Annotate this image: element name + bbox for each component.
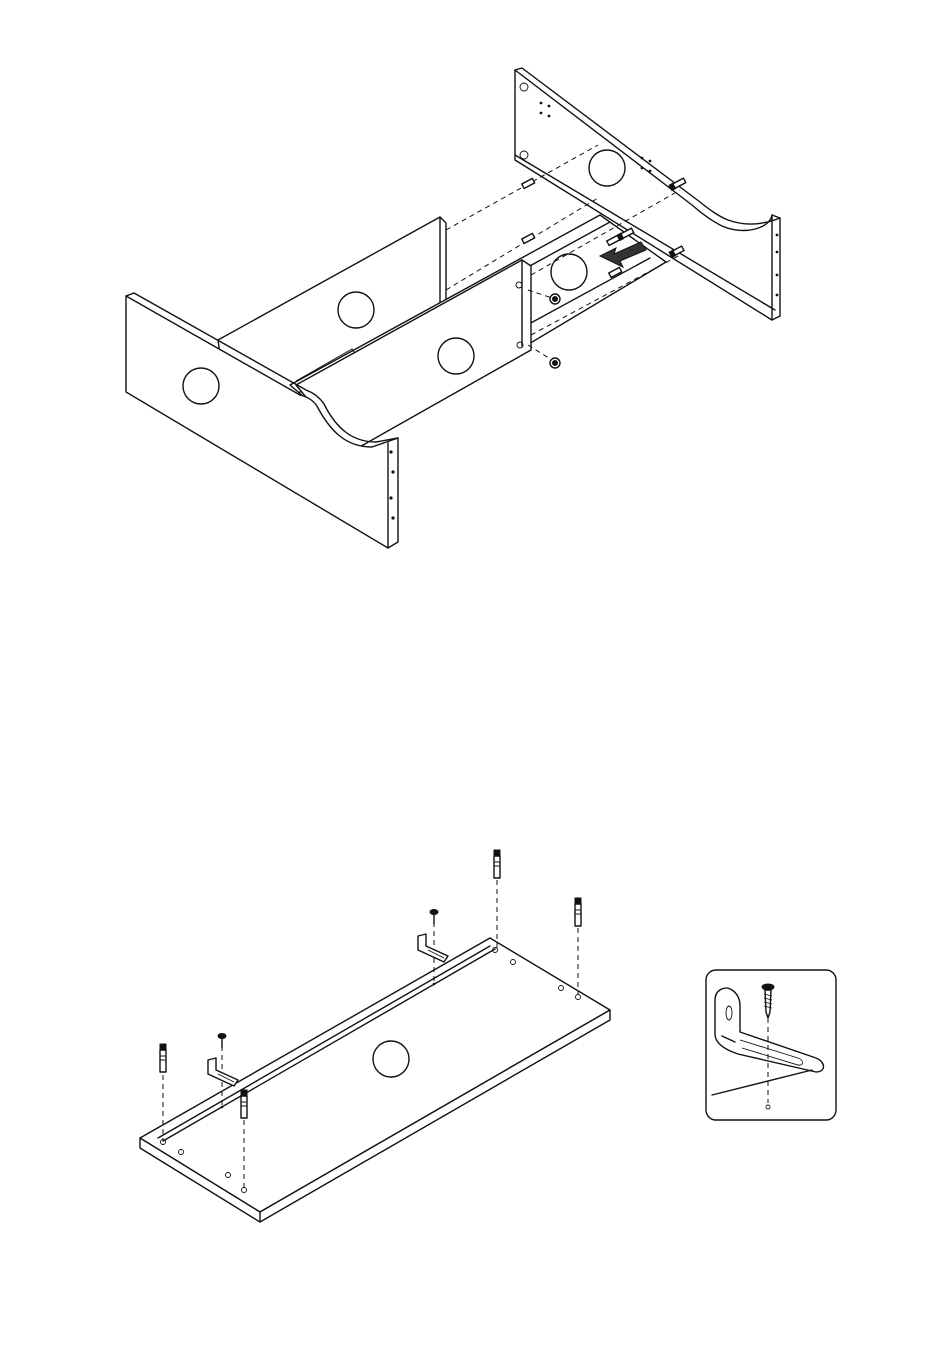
cam-lock-icon — [550, 358, 560, 368]
dowel-icon — [522, 233, 535, 243]
part-label-circle-front-panel — [183, 368, 219, 404]
cam-bolt-icon — [669, 178, 686, 191]
base-panel-hardware-view — [140, 850, 610, 1222]
dowel-icon — [522, 178, 535, 188]
cam-lock-icon — [550, 294, 560, 304]
cam-bolt-icon — [575, 898, 581, 926]
part-label-circle-rear-panel — [589, 150, 625, 186]
part-label-circle-base-panel — [551, 254, 587, 290]
wood-screw-icon — [430, 910, 438, 925]
angle-bracket-icon — [208, 1058, 238, 1086]
frame-assembly-exploded-view — [126, 68, 780, 548]
base-panel-board — [140, 938, 610, 1222]
part-label-circle-divider — [438, 338, 474, 374]
wood-screw-icon — [218, 1034, 226, 1049]
part-label-circle-base — [373, 1041, 409, 1077]
angle-bracket-detail — [706, 970, 836, 1120]
angle-bracket-icon — [418, 934, 448, 962]
cam-bolt-icon — [160, 1044, 166, 1072]
part-label-circle-back-panel — [338, 292, 374, 328]
cam-bolt-icon — [241, 1090, 247, 1118]
cam-bolt-icon — [494, 850, 500, 878]
